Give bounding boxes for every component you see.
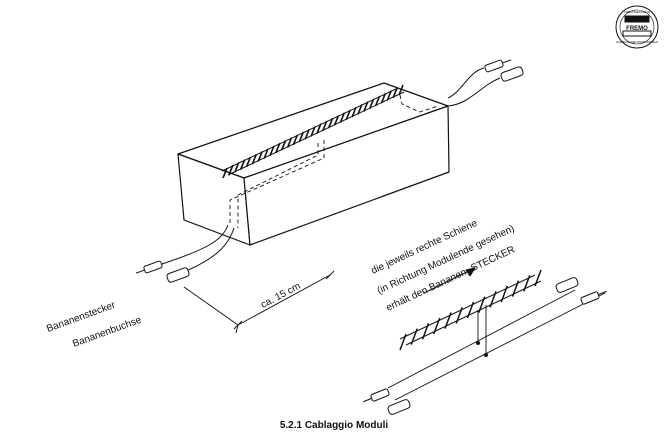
sleeper [380,93,387,104]
logo-name: FREMO [626,26,648,32]
sleeper [500,285,508,303]
module-wires-left [161,224,235,273]
sleeper [363,101,369,112]
sleeper [228,164,234,176]
sleeper [233,162,240,173]
sleeper [399,333,407,351]
sleeper [292,134,299,146]
sleeper [534,269,542,287]
detail-track [399,269,542,351]
sleeper [392,87,398,99]
sleeper [339,112,346,123]
sleeper [421,323,430,340]
sleeper [310,126,316,137]
sleeper [304,128,310,140]
sleeper [511,280,520,297]
sleeper [398,84,404,96]
detail-wires [387,289,606,401]
sleeper [455,307,463,324]
sleeper [386,90,393,101]
sleeper [263,148,269,159]
distance-label: ca. 15 cm [259,281,302,311]
hidden-wires [229,94,439,228]
sleeper [275,142,281,154]
figure-caption: 5.2.1 Cablaggio Moduli [279,420,389,431]
sleeper [357,104,363,115]
sleeper [489,291,497,308]
direction-arrow [423,267,476,294]
sleeper [433,317,441,335]
sleeper [351,106,357,118]
sleeper [269,145,275,157]
sleeper [327,117,334,129]
sleeper [321,120,328,132]
sleeper [245,156,252,168]
logo-arc-bottom: EUROPÄISCHER MODELLBAHNER [616,41,658,44]
module-wires-right [447,67,501,107]
sleeper [286,137,293,148]
banana-connectors-detail [363,277,607,415]
sleeper [333,115,340,126]
sleeper [478,296,486,313]
sleeper [257,151,263,162]
sleeper [251,153,258,165]
sleeper [368,98,375,110]
sleeper [410,328,418,345]
sleeper [374,95,381,107]
sleeper [280,140,287,151]
sleeper [298,131,305,143]
banana-connectors-module [135,59,524,283]
dimension-line [183,270,335,334]
sleeper [444,312,452,329]
fremo-logo [615,5,659,49]
sleeper [345,109,351,121]
module-track [221,84,405,179]
sleeper [316,123,322,135]
sleeper [523,275,531,292]
sleeper [239,159,246,170]
sleeper [222,167,228,179]
sleeper [466,301,475,319]
logo-arc-top: FREUNDESKREIS [624,10,650,14]
